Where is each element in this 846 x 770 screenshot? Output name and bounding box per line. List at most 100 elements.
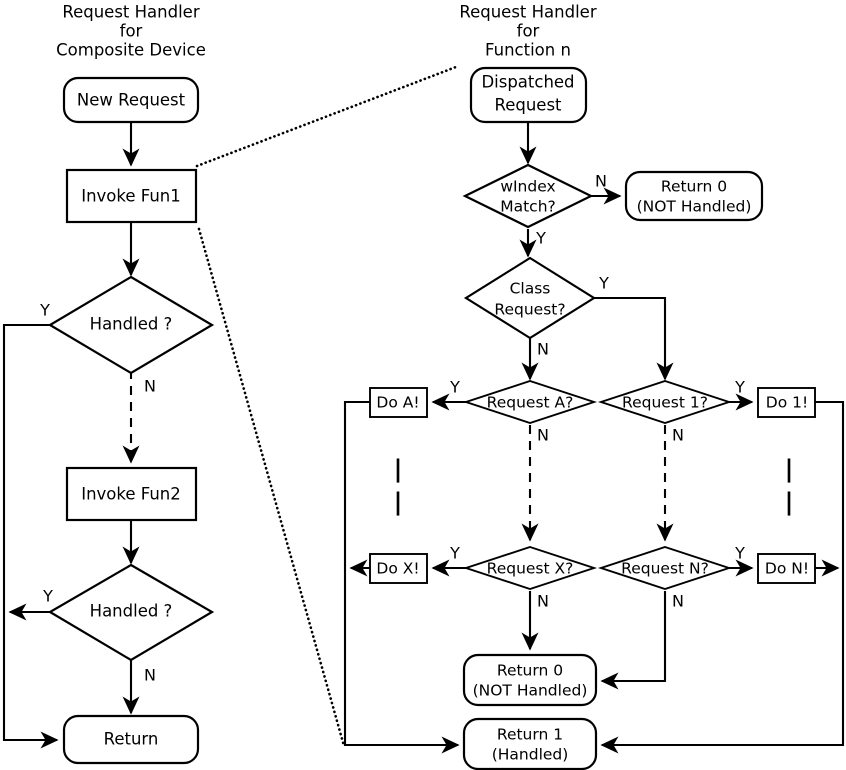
class-request-label-line-2: Request? [494,301,565,319]
node-request-x[interactable]: Request X? [462,546,598,590]
request-n-no-label: N [672,592,684,611]
request-1-yes-label: Y [734,378,745,397]
ellipsis-left-lower: | [394,488,403,516]
handled-1-label: Handled ? [90,315,173,334]
ellipsis-left-upper: | [394,455,403,483]
node-request-n[interactable]: Request N? [597,546,733,590]
invoke-fun1-label: Invoke Fun1 [81,187,181,206]
handled-2-shape [47,563,215,662]
return-0-bottom-label-line-1: Return 0 [497,662,563,680]
node-return-0-bottom[interactable]: Return 0 (NOT Handled) [462,653,598,707]
zoom-connector-upper [195,65,458,168]
request-1-label: Request 1? [622,394,708,412]
ellipsis-right-lower: | [785,488,794,516]
new-request-label: New Request [77,91,186,110]
invoke-fun2-shape [65,466,198,522]
request-1-shape [597,380,733,424]
node-class-request[interactable]: Class Request? [463,256,597,340]
node-return-1-bottom[interactable]: Return 1 (Handled) [462,717,598,770]
invoke-fun2-label: Invoke Fun2 [81,485,181,504]
left-panel-title: Request Handler for Composite Device [56,3,206,60]
request-n-label: Request N? [621,560,709,578]
do-a-label: Do A! [376,394,419,412]
node-new-request[interactable]: New Request [62,76,200,124]
windex-no-label: N [595,172,607,191]
zoom-connector-lower [197,227,346,748]
do-n-shape [757,553,816,584]
return-0-bottom-label-line-2: (NOT Handled) [473,682,588,700]
node-handled-1[interactable]: Handled ? [47,275,215,375]
node-handled-2[interactable]: Handled ? [47,563,215,662]
node-do-1[interactable]: Do 1! [757,387,816,418]
dispatched-request-label-line-1: Dispatched [481,73,574,92]
right-title-line-3: Function n [485,41,571,60]
right-title-line-2: for [517,22,540,41]
handled-2-label: Handled ? [90,602,173,621]
node-do-a[interactable]: Do A! [369,387,428,418]
request-a-label: Request A? [487,394,574,412]
handled-2-yes-label: Y [42,587,53,606]
edge-class-yes-to-request-1 [594,296,674,381]
node-invoke-fun1[interactable]: Invoke Fun1 [65,168,198,224]
node-request-1[interactable]: Request 1? [597,380,733,424]
node-do-x[interactable]: Do X! [369,553,428,584]
do-n-label: Do N! [765,560,809,578]
node-return-left[interactable]: Return [62,714,200,765]
return-0-top-label-line-2: (NOT Handled) [637,198,752,216]
left-title-line-3: Composite Device [56,41,206,60]
node-windex-match[interactable]: wIndex Match? [462,163,594,229]
request-a-no-label: N [537,426,549,445]
edge-request-n-no-to-return0-bottom [600,591,667,690]
windex-match-shape [462,163,594,229]
handled-1-shape [47,275,215,375]
return-left-label: Return [104,730,159,749]
right-panel-title: Request Handler for Function n [459,3,596,60]
return-0-top-shape [624,170,764,222]
dispatched-request-shape [469,66,588,124]
left-title-line-2: for [120,22,143,41]
do-a-shape [369,387,428,418]
request-n-shape [597,546,733,590]
request-x-shape [462,546,598,590]
dispatched-request-label-line-2: Request [494,96,562,115]
class-request-label-line-1: Class [510,280,551,298]
edge-do-1-rail-to-return1 [600,400,845,754]
do-1-shape [757,387,816,418]
do-x-label: Do X! [376,560,419,578]
node-invoke-fun2[interactable]: Invoke Fun2 [65,466,198,522]
return-1-bottom-shape [462,717,598,770]
invoke-fun1-shape [65,168,198,224]
node-request-a[interactable]: Request A? [462,380,598,424]
windex-yes-label: Y [535,229,546,248]
windex-match-label-line-1: wIndex [500,178,555,196]
request-1-no-label: N [672,426,684,445]
new-request-shape [62,76,200,124]
request-a-shape [462,380,598,424]
handled-1-no-label: N [144,377,156,396]
edge-handled1-yes-to-return [2,323,59,749]
left-panel-edges [2,122,140,749]
do-1-label: Do 1! [766,394,808,412]
request-x-yes-label: Y [449,544,460,563]
return-1-bottom-label-line-2: (Handled) [492,746,569,764]
edge-do-a-rail-to-return1 [343,400,460,754]
node-dispatched-request[interactable]: Dispatched Request [469,66,588,124]
do-x-shape [369,553,428,584]
windex-match-label-line-2: Match? [500,198,556,216]
handled-2-no-label: N [144,666,156,685]
left-title-line-1: Request Handler [62,3,199,22]
request-x-label: Request X? [487,560,574,578]
class-request-shape [463,256,597,340]
return-left-shape [62,714,200,765]
node-do-n[interactable]: Do N! [757,553,816,584]
node-return-0-top[interactable]: Return 0 (NOT Handled) [624,170,764,222]
request-x-no-label: N [537,592,549,611]
class-yes-label: Y [598,274,609,293]
ellipsis-right-upper: | [785,455,794,483]
request-n-yes-label: Y [734,544,745,563]
request-a-yes-label: Y [449,378,460,397]
handled-1-yes-label: Y [39,301,50,320]
class-no-label: N [537,340,549,359]
